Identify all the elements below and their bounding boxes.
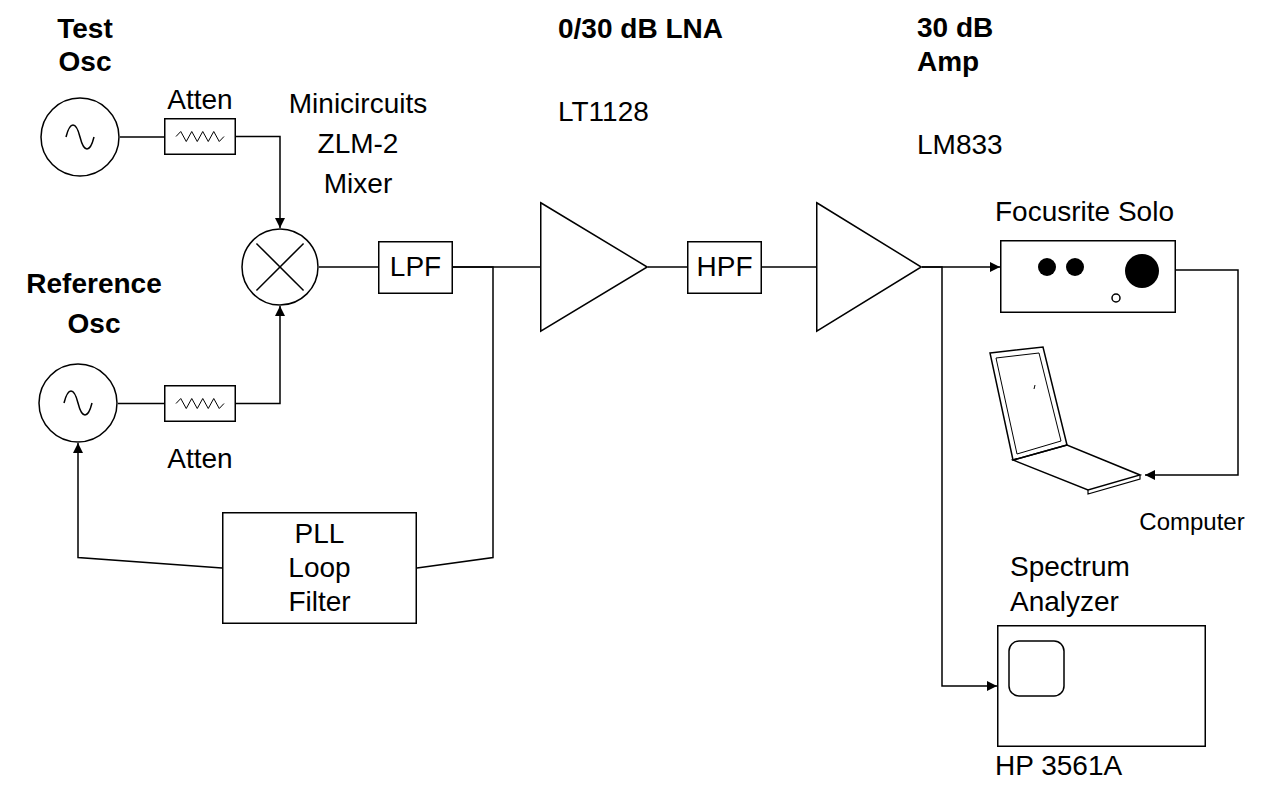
signal-wire xyxy=(417,267,493,568)
audio-interface: Focusrite Solo xyxy=(1000,240,1176,313)
mixer-symbol xyxy=(241,228,319,306)
atten-symbol xyxy=(164,118,236,155)
high-pass-filter: HPF xyxy=(687,241,762,294)
node-label: Test Osc xyxy=(35,12,135,78)
focus-symbol xyxy=(1000,240,1176,313)
node-label: Minicircuits ZLM-2 Mixer xyxy=(283,84,433,204)
attenuator: Atten xyxy=(164,385,236,422)
node-label: LM833 xyxy=(917,128,1003,162)
signal-wire xyxy=(118,403,164,405)
node-label: Computer xyxy=(1127,507,1257,537)
spectrum-analyzer: Spectrum AnalyzerHP 3561A xyxy=(997,625,1206,747)
reference-oscillator: Reference Osc xyxy=(38,363,118,443)
node-label: Focusrite Solo xyxy=(995,195,1174,229)
amplifier: 30 dB AmpLM833 xyxy=(816,202,922,332)
signal-wire xyxy=(236,306,280,404)
signal-wire xyxy=(1145,270,1238,475)
node-label: LPF xyxy=(390,250,441,284)
signal-wire xyxy=(648,266,687,268)
signal-wire xyxy=(319,266,378,268)
signal-wire xyxy=(120,136,164,138)
node-label: PLL Loop Filter xyxy=(271,517,369,619)
osc-symbol xyxy=(40,97,120,177)
atten-symbol xyxy=(164,385,236,422)
sa-symbol xyxy=(997,625,1206,747)
mixer: Minicircuits ZLM-2 Mixer xyxy=(241,228,319,306)
node-label: HPF xyxy=(697,250,753,284)
low-noise-amplifier: 0/30 dB LNALT1128 xyxy=(540,202,648,332)
laptop-computer: Computer xyxy=(985,345,1145,495)
low-pass-filter: LPF xyxy=(378,241,453,294)
tri-symbol xyxy=(816,202,922,332)
osc-symbol xyxy=(38,363,118,443)
node-label: HP 3561A xyxy=(995,750,1122,782)
node-label: Atten xyxy=(150,443,250,475)
laptop-symbol xyxy=(985,345,1145,495)
node-label: 0/30 dB LNA xyxy=(558,12,723,46)
node-label: Spectrum Analyzer xyxy=(1010,549,1160,619)
node-label: LT1128 xyxy=(558,95,649,129)
signal-wire xyxy=(922,267,997,686)
attenuator: Atten xyxy=(164,118,236,155)
node-label: 30 dB Amp xyxy=(917,11,1007,79)
tri-symbol xyxy=(540,202,648,332)
loop-filter-box: PLL Loop Filter xyxy=(222,512,417,624)
signal-wire xyxy=(236,137,280,229)
signal-wire xyxy=(762,266,816,268)
node-label: Atten xyxy=(150,84,250,116)
node-label: Reference Osc xyxy=(14,264,174,344)
test-oscillator: Test Osc xyxy=(40,97,120,177)
